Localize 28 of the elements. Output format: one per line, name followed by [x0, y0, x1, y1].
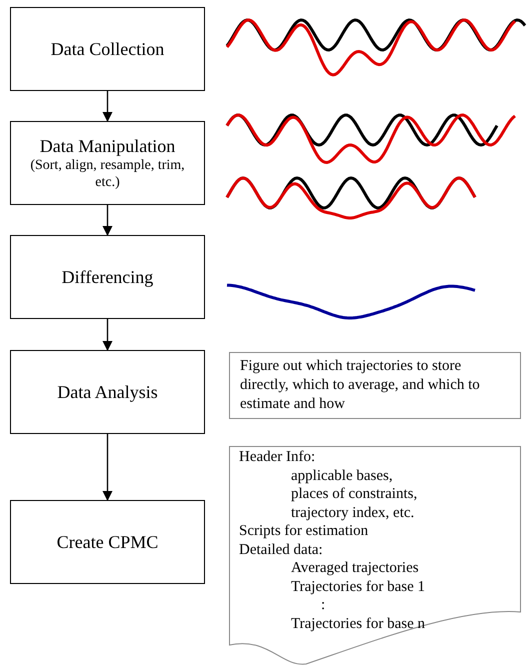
node-text: Averaged trajectories: [291, 559, 419, 578]
node-text: Data Manipulation: [40, 136, 176, 156]
node-text: Create CPMC: [56, 532, 158, 552]
process-box: [10, 500, 205, 584]
node-text: Detailed data:: [239, 540, 323, 559]
node-text: applicable bases,: [291, 466, 393, 485]
node-text: places of constraints,: [291, 485, 418, 504]
node-text: Trajectories for base 1: [291, 578, 425, 596]
process-box: [10, 350, 205, 434]
node-text: Data Collection: [50, 38, 164, 60]
process-box: [10, 121, 205, 205]
process-box: [10, 7, 205, 91]
arrow: [102, 205, 112, 236]
node-text: Scripts for estimation: [239, 522, 368, 540]
node-text: :: [321, 596, 326, 614]
arrow: [102, 434, 112, 501]
process-box: [10, 235, 205, 319]
node-text: Data Analysis: [57, 382, 158, 402]
node-text: Figure out which trajectories to store directly, which to average, and which to estimate and how: [240, 357, 481, 414]
document-shape: [229, 446, 521, 667]
node-text: Differencing: [62, 266, 154, 288]
node-text: Header Info:: [239, 448, 316, 466]
node-text: (Sort, align, resample, trim, etc.): [29, 156, 186, 190]
note-box: [229, 352, 521, 419]
node-text: trajectory index, etc.: [291, 504, 414, 522]
arrow: [102, 319, 112, 351]
node-text: Trajectories for base n: [291, 614, 425, 633]
arrow: [102, 91, 112, 122]
